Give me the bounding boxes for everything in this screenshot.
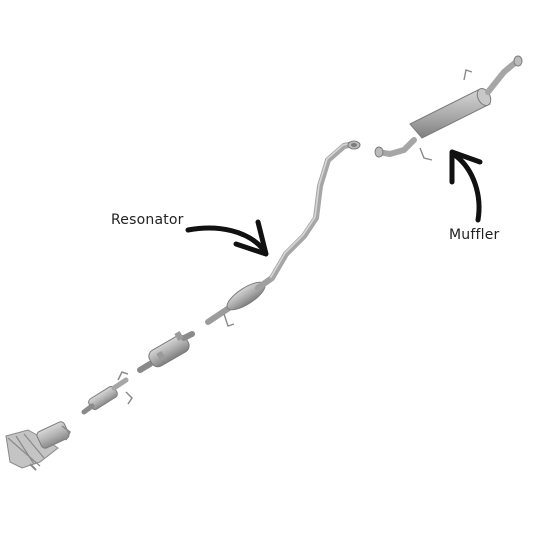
resonator-arrowhead: [233, 219, 269, 257]
muffler-assembly: [374, 55, 523, 161]
muffler-arrow: [453, 153, 482, 223]
flex-pipe-section: [81, 371, 133, 415]
muffler-label: Muffler: [449, 227, 500, 243]
resonator-label: Resonator: [111, 212, 184, 228]
muffler-arrowhead: [449, 149, 483, 185]
resonator-pipe: [205, 140, 361, 327]
resonator-arrow: [185, 225, 265, 251]
exhaust-manifold: [5, 421, 71, 471]
catalytic-converter: [137, 331, 195, 373]
